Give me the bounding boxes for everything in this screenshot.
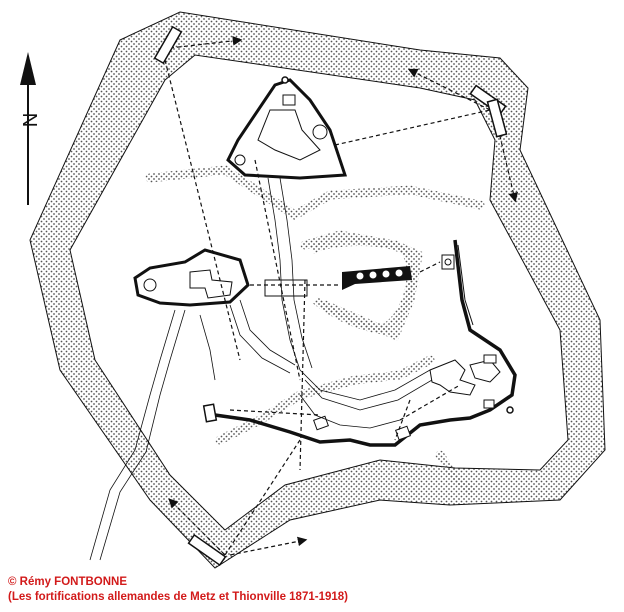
central-battery bbox=[342, 254, 455, 290]
east-work bbox=[429, 354, 501, 409]
north-arrow: N bbox=[18, 52, 40, 205]
inner-ditches bbox=[145, 165, 485, 495]
source-caption: (Les fortifications allemandes de Metz e… bbox=[8, 591, 348, 603]
copyright-caption: © Rémy FONTBONNE bbox=[8, 576, 128, 588]
outer-glacis bbox=[29, 11, 606, 569]
inner-dotted-oval bbox=[310, 238, 415, 335]
caponiers bbox=[153, 25, 514, 567]
west-work bbox=[133, 248, 308, 307]
north-letter: N bbox=[18, 113, 40, 127]
firing-lines bbox=[164, 36, 519, 556]
north-work bbox=[226, 78, 348, 180]
main-enceinte bbox=[214, 239, 517, 447]
